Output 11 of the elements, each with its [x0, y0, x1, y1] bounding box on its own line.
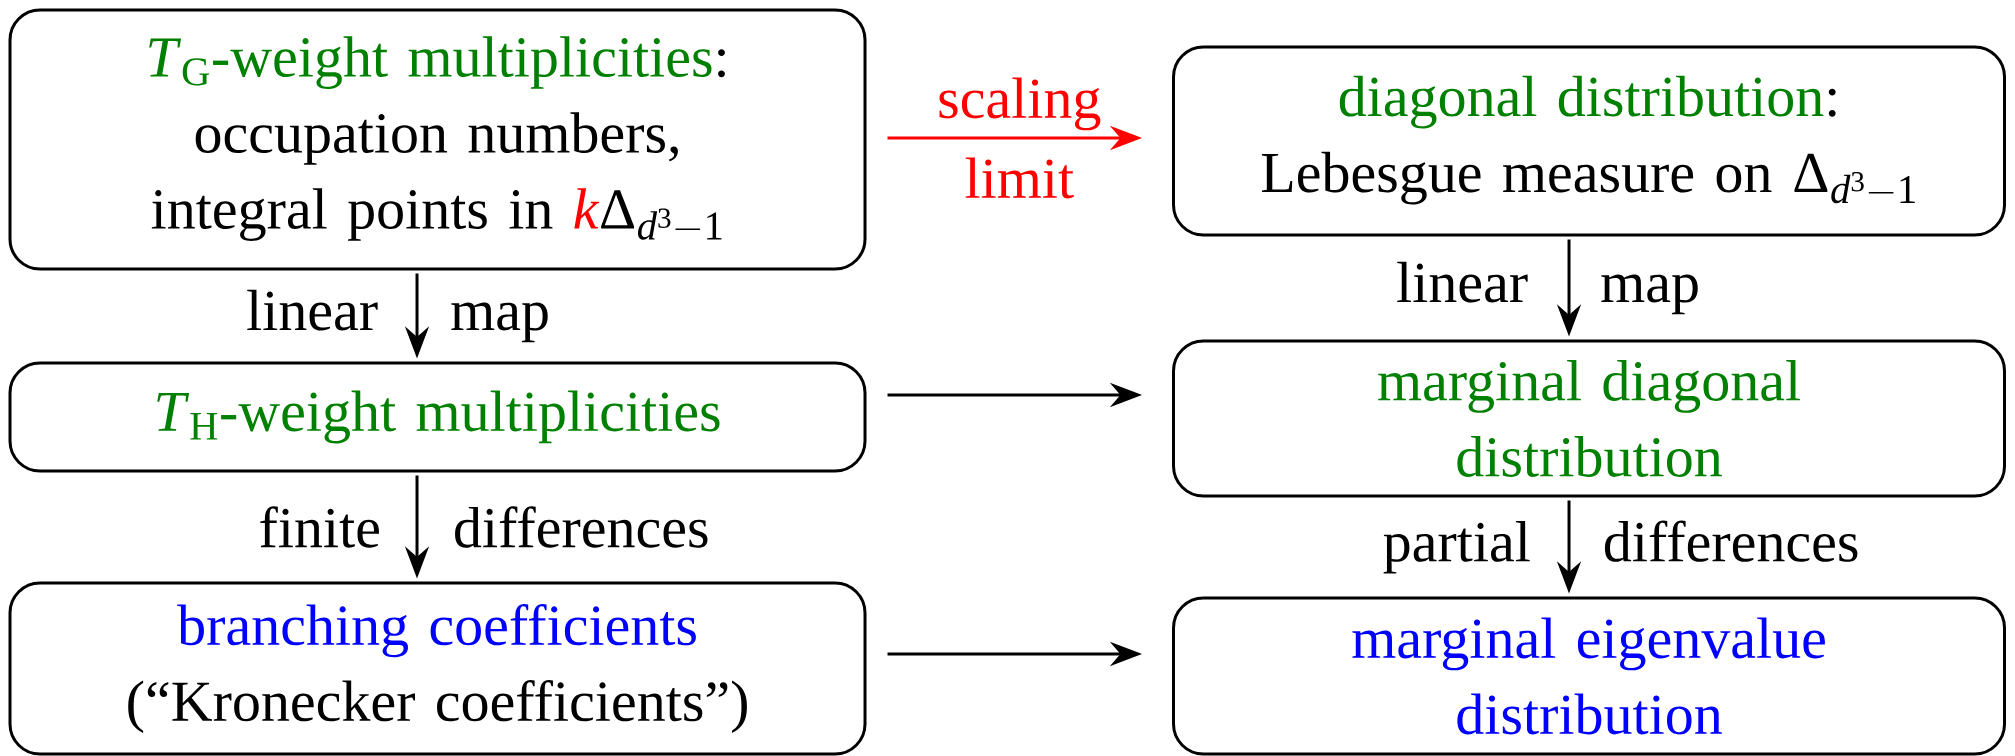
edge-label: scaling limit: [939, 77, 1101, 199]
rounded-box: T$_{G}$-weight multiplicities: occupation numbers, integral points in $k$ $\Delta_{d^3-1}$: [8, 8, 867, 271]
edge-label: linear map: [247, 289, 548, 343]
rounded-box: marginal eigenvalue distribution: [1172, 596, 2006, 756]
rounded-box: marginal diagonal distribution: [1172, 339, 2006, 498]
edge-label: finite differences: [260, 506, 708, 548]
rounded-box: diagonal distribution: Lebesgue measure on $\Delta_{d^3-1}$: [1172, 45, 2006, 237]
edge-label: partial differences: [1383, 520, 1858, 574]
rounded-box: T$_{H}$-weight multiplicities: [8, 361, 867, 473]
rounded-box: branching coefficients (“Kronecker coefficients”): [8, 581, 867, 756]
edge-label: linear map: [1397, 261, 1698, 315]
